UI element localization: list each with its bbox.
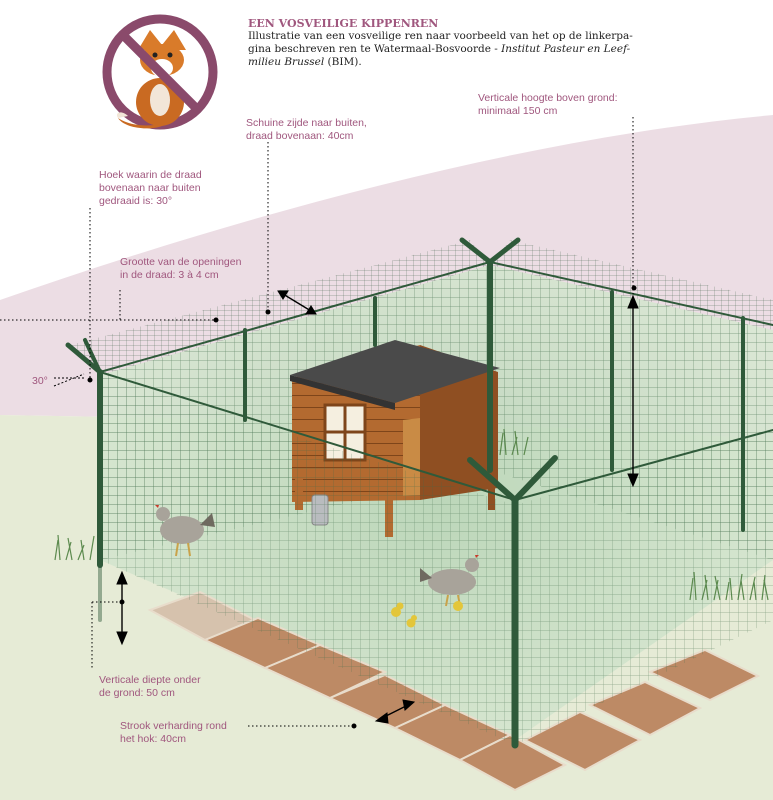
label-slanted-side: Schuine zijde naar buiten, draad bovenaa… <box>246 117 367 142</box>
hen-right <box>420 555 479 607</box>
label-depth: Verticale diepte onder de grond: 50 cm <box>99 674 201 699</box>
chicken-coop <box>290 340 500 537</box>
description-italic-1: Institut Pasteur en Leef- <box>501 43 631 55</box>
description-line-2: gina beschreven ren te Watermaal-Bosvoor… <box>248 43 502 55</box>
hen-left <box>155 505 215 557</box>
description-end: (BIM). <box>324 56 362 68</box>
description: Illustratie van een vosveilige ren naar … <box>248 30 648 69</box>
description-line-1: Illustratie van een vosveilige ren naar … <box>248 30 633 42</box>
header: EEN VOSVEILIGE KIPPENREN Illustratie van… <box>248 17 648 69</box>
top-mesh-right <box>490 240 773 330</box>
label-mesh-size: Grootte van de openingen in de draad: 3 … <box>120 256 242 281</box>
front-fence-left <box>100 375 515 745</box>
top-mesh-left <box>70 240 490 375</box>
no-fox-sign-icon <box>102 14 218 130</box>
fence-posts <box>65 237 773 749</box>
description-italic-2: milieu Brussel <box>248 56 325 68</box>
chicks <box>391 601 463 628</box>
front-fence-right <box>515 430 773 745</box>
label-angle: Hoek waarin de draad bovenaan naar buite… <box>99 169 202 207</box>
label-angle-value: 30° <box>32 375 48 387</box>
label-paving: Strook verharding rond het hok: 40cm <box>120 720 227 745</box>
label-vertical-height: Verticale hoogte boven grond: minimaal 1… <box>478 92 618 117</box>
dimension-annotations <box>0 117 639 729</box>
page-title: EEN VOSVEILIGE KIPPENREN <box>248 17 439 30</box>
